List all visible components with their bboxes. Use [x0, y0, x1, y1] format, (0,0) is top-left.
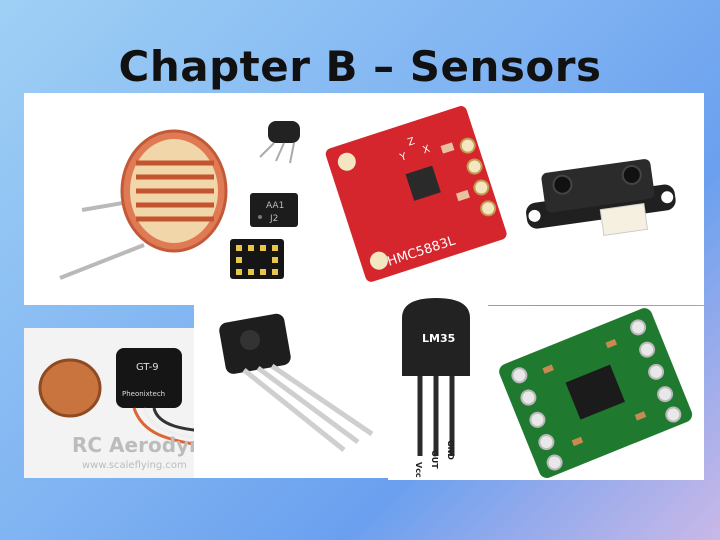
pin-out-label: OUT — [430, 450, 439, 469]
gyro-brand: Pheonixtech — [122, 390, 165, 398]
pin-gnd-label: GND — [446, 440, 455, 460]
penny-image — [38, 358, 102, 418]
gyro-label: GT-9 — [136, 362, 159, 373]
pin-vcc-label: Vcc — [414, 462, 423, 478]
breakout-board-photo — [486, 306, 704, 480]
ir-distance-sensor-image — [526, 159, 676, 236]
accelerometer-chip-image: AA1 J2 — [230, 193, 298, 279]
ir-receiver-image — [219, 313, 374, 452]
chip-code-label-2: J2 — [269, 214, 278, 224]
chip-code-label: AA1 — [266, 201, 284, 211]
sensor-photo-strip-top: AA1 J2 Z Y X HMC5883L — [24, 93, 704, 305]
lm35-label: LM35 — [422, 332, 455, 345]
watermark-url: www.scaleflying.com — [82, 460, 187, 471]
watermark-title: RC Aerodyne — [72, 433, 217, 457]
lm35-image: LM35 Vcc OUT GND — [402, 298, 470, 478]
gyro-module-image — [116, 348, 182, 408]
compass-board-image: Z Y X HMC5883L — [325, 106, 507, 282]
slide-title: Chapter B – Sensors — [118, 42, 602, 91]
lm35-sensor-photo: LM35 Vcc OUT GND — [388, 290, 488, 480]
compass-axis-x: X — [422, 144, 432, 157]
compass-axis-z: Z — [406, 136, 416, 149]
photoresistor-image — [59, 129, 228, 280]
gyro-sensor-photo: GT-9 Pheonixtech RC Aerodyne www.scalefl… — [24, 328, 220, 478]
breakout-board-image — [499, 308, 693, 478]
compass-axis-y: Y — [398, 151, 409, 164]
transistor-image — [259, 121, 300, 164]
ir-receiver-photo — [194, 282, 390, 478]
